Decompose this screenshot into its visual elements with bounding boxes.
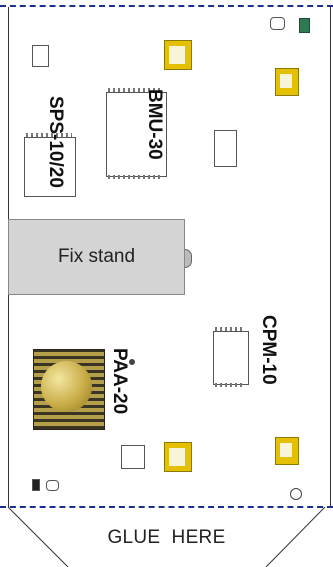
mounting-hole: [290, 488, 302, 500]
bmu-chip: [106, 92, 167, 177]
small-square-component: [121, 445, 145, 469]
paa-label: PAA-20: [109, 348, 130, 415]
yellow-chip-pad: [164, 442, 192, 472]
yellow-chip-pad: [275, 68, 299, 96]
glue-tab-outline: [7, 507, 326, 567]
small-pad-component: [46, 480, 59, 491]
top-dashed-cut-line: [0, 5, 333, 7]
indicator-dot: [129, 359, 135, 365]
bmu-chip-pins: [108, 88, 163, 92]
led-component: [299, 18, 310, 33]
bmu-label: BMU-30: [144, 89, 165, 160]
glue-here-label: GLUE HERE: [107, 527, 226, 548]
cpm-chip-pins: [215, 383, 245, 387]
fix-stand-button[interactable]: Fix stand: [8, 219, 185, 295]
cpm-chip-pins: [215, 327, 245, 331]
cpm-chip: [213, 331, 249, 385]
paa-round-cap: [41, 361, 92, 412]
yellow-chip-pad: [164, 40, 192, 70]
sps-label: SPS-10/20: [45, 96, 66, 188]
sps-chip: [24, 137, 76, 197]
yellow-chip-pad: [275, 437, 299, 465]
cpm-label: CPM-10: [258, 315, 279, 385]
bmu-chip-pins: [108, 175, 163, 179]
small-ic: [214, 130, 237, 167]
small-connector: [32, 45, 49, 67]
small-dark-component: [32, 479, 40, 491]
bottom-dashed-fold-line: [0, 506, 333, 508]
small-pad-component: [270, 17, 285, 30]
sps-chip-pins: [26, 133, 72, 137]
